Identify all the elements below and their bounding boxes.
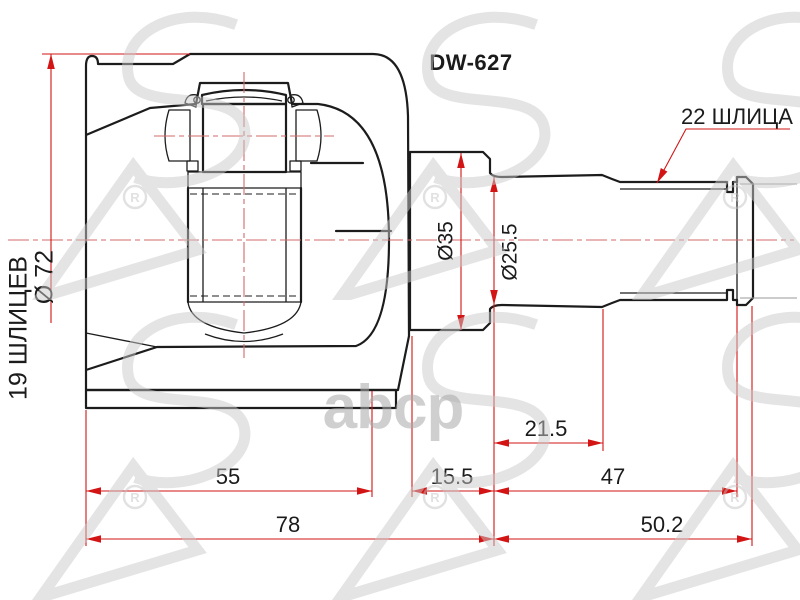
brand-watermark: abcp [323,373,464,442]
